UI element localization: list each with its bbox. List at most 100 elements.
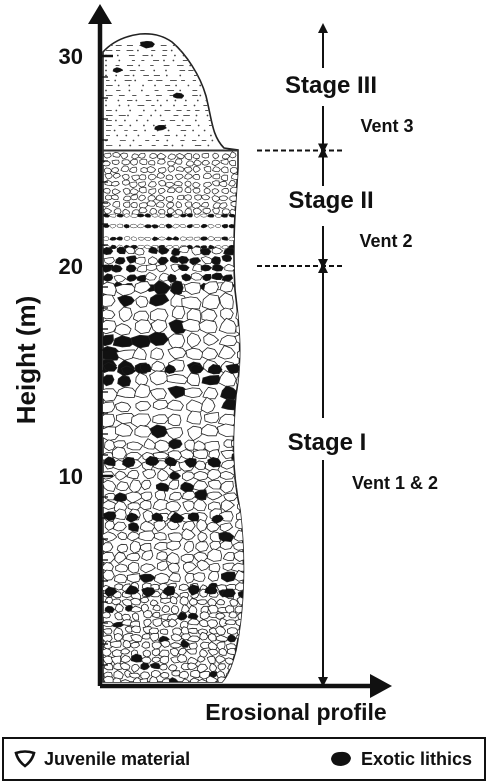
juvenile-clast [124,237,130,241]
ash-grain [105,65,107,67]
vent-label: Vent 3 [360,116,413,136]
exotic-lithic-clast [124,224,130,228]
juvenile-clast [213,153,219,159]
ash-grain [179,90,181,92]
y-axis: 102030 Height (m) [11,4,113,686]
ash-grain [204,130,206,132]
juvenile-clast [239,642,247,650]
ash-grain [174,100,176,102]
juvenile-clast [185,388,203,398]
juvenile-clast [140,679,148,685]
stratigraphic-column-diagram: 102030 Height (m) Erosional profile Stag… [0,0,490,735]
ash-grain [143,125,145,127]
juvenile-clast [142,657,151,663]
ash-grain [166,75,168,77]
ash-grain [160,105,162,107]
exotic-lithic-clast [129,523,139,532]
juvenile-clast [222,188,229,193]
legend-label-exotic: Exotic lithics [361,749,472,770]
juvenile-clast [185,181,191,187]
juvenile-clast [171,606,179,614]
exotic-lithic-clast [181,214,187,217]
ash-grain [118,85,120,87]
stratigraphic-column [97,34,255,687]
ash-grain [128,85,130,87]
juvenile-clast [187,373,199,386]
juvenile-clast [139,187,146,193]
juvenile-clast [110,214,116,217]
juvenile-clast [208,237,214,241]
juvenile-clast [122,180,129,185]
ash-grain [166,100,168,102]
ash-grain [200,70,202,72]
ash-grain [173,105,175,107]
juvenile-clast [237,664,246,670]
ash-grain [219,135,221,137]
juvenile-clast [234,460,246,472]
juvenile-clast [230,167,237,173]
exotic-lithic-clast [131,654,142,662]
stage-label: Stage II [288,187,373,214]
juvenile-clast [131,195,138,200]
juvenile-clast [114,209,121,214]
juvenile-clast [214,237,220,241]
ash-grain [205,75,207,77]
juvenile-clast [193,174,200,179]
ash-grain [154,85,156,87]
ash-grain [227,60,229,62]
juvenile-clast [159,180,166,186]
juvenile-clast [127,574,140,583]
ash-grain [157,100,159,102]
juvenile-clast [131,202,137,207]
ash-grain [235,45,237,47]
juvenile-clast [141,168,148,173]
ash-grain [129,90,131,92]
ash-grain [115,110,117,112]
exotic-lithic-clast [103,224,109,227]
juvenile-clast [139,531,155,541]
juvenile-clast [221,159,228,164]
legend-item-exotic: Exotic lithics [329,749,472,770]
juvenile-clast [237,657,246,664]
ash-grain [201,80,203,82]
juvenile-clast [124,202,130,207]
ash-grain [144,130,146,132]
juvenile-clast [203,208,211,213]
ash-grain [125,135,127,137]
ash-grain [173,60,175,62]
ash-grain [207,145,209,147]
juvenile-clast [102,621,113,626]
juvenile-clast [182,297,201,309]
juvenile-clast [176,187,183,192]
ash-grain [128,105,130,107]
ash-grain [165,70,167,72]
juvenile-clast [114,574,127,583]
juvenile-clast [130,541,140,553]
ash-grain [118,100,120,102]
exotic-lithic-clast [117,247,126,254]
ash-grain [142,85,144,87]
stage-label: Stage III [285,72,377,99]
juvenile-clast [193,225,200,228]
exotic-lithic-clast [229,224,235,228]
ash-grain [183,45,185,47]
legend: Juvenile material Exotic lithics [2,737,486,781]
juvenile-clast [196,542,209,552]
ash-grain [199,95,201,97]
ash-grain [207,115,209,117]
juvenile-clast [104,188,111,193]
ash-grain [119,145,121,147]
ash-grain [217,100,219,102]
ash-grain [184,135,186,137]
juvenile-clast [237,349,251,360]
ash-grain [114,130,116,132]
juvenile-clast [153,612,160,617]
ash-grain [172,145,174,147]
ash-grain [147,120,149,122]
ash-grain [209,45,211,47]
juvenile-clast [234,543,247,551]
y-tick-label: 20 [59,254,83,279]
exotic-lithic-clast [200,249,211,256]
exotic-lithic-clast [212,273,223,280]
exotic-lithics-icon [329,750,353,768]
